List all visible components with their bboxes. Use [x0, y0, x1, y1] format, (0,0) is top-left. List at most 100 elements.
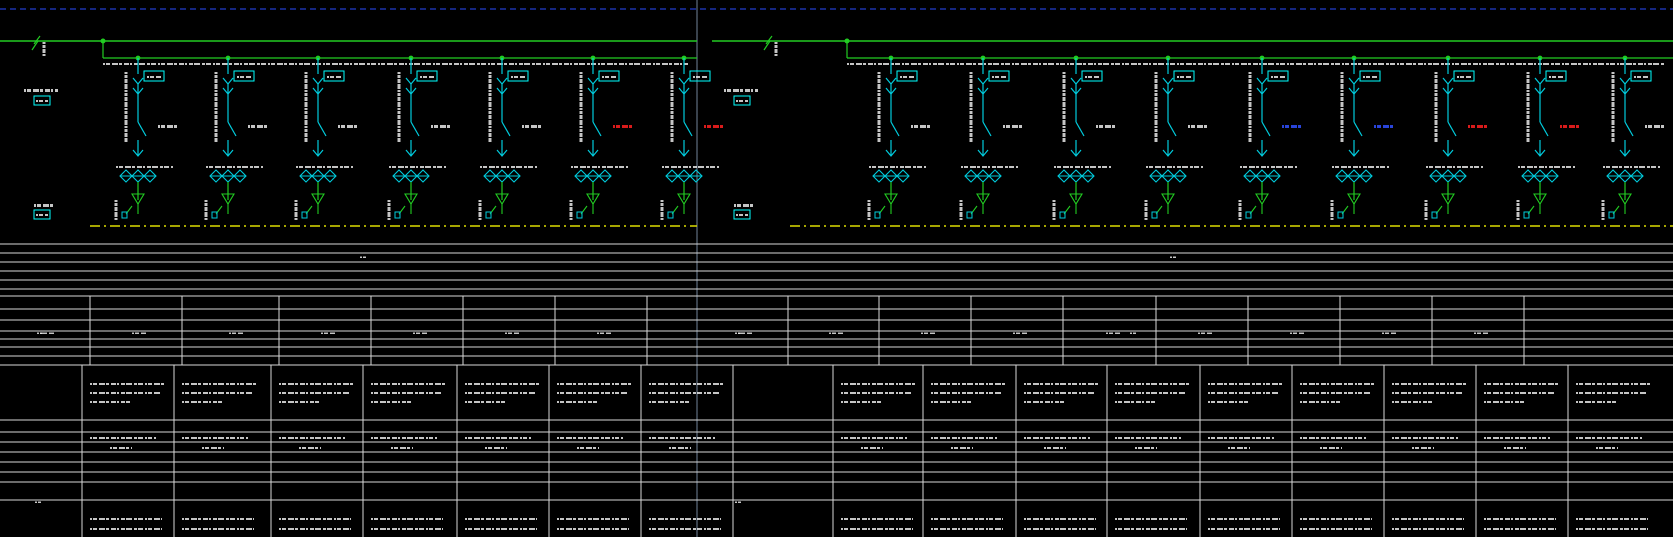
annotation-glyph: [959, 203, 963, 206]
annotation-glyph: [233, 166, 235, 168]
switchboard-panels: [0, 35, 1673, 227]
annotation-glyph: [905, 518, 911, 520]
annotation-glyph: [1267, 166, 1269, 168]
cell-line: [1300, 401, 1340, 403]
annotation-glyph: [902, 63, 904, 65]
earth-terminal-box: [1523, 211, 1530, 219]
annotation-glyph: [877, 437, 883, 439]
circuit-id-text: [1634, 76, 1648, 78]
annotation-glyph: [988, 166, 990, 168]
annotation-glyph: [1579, 401, 1583, 403]
annotation-glyph: [1146, 528, 1150, 530]
annotation-glyph: [670, 437, 675, 439]
annotation-glyph: [1019, 125, 1022, 128]
current-transformer-top: [1256, 77, 1268, 85]
annotation-glyph: [387, 528, 390, 530]
annotation-glyph: [327, 76, 329, 78]
annotation-glyph: [1079, 437, 1081, 439]
annotation-glyph: [1144, 212, 1148, 217]
annotation-glyph: [246, 437, 248, 439]
annotation-glyph: [191, 401, 197, 403]
annotation-glyph: [371, 392, 373, 394]
rcd-sensor-diamond: [1545, 169, 1559, 183]
annotation-glyph: [214, 111, 218, 114]
annotation-glyph: [986, 392, 988, 394]
annotation-glyph: [496, 518, 500, 520]
annotation-glyph: [496, 401, 500, 403]
annotation-glyph: [1232, 63, 1234, 65]
annotation-glyph: [340, 166, 343, 168]
annotation-glyph: [1585, 392, 1591, 394]
annotation-glyph: [488, 97, 492, 101]
annotation-glyph: [1408, 401, 1411, 403]
annotation-glyph: [1124, 437, 1130, 439]
annotation-glyph: [868, 392, 870, 394]
annotation-glyph: [37, 204, 41, 207]
annotation-glyph: [1208, 401, 1210, 403]
annotation-glyph: [156, 76, 161, 78]
column-header-marker: [40, 332, 54, 334]
annotation-glyph: [1083, 63, 1086, 65]
annotation-glyph: [282, 401, 286, 403]
panel-header-note: [24, 89, 58, 92]
annotation-glyph: [203, 392, 208, 394]
annotation-glyph: [1383, 125, 1389, 128]
annotation-glyph: [1434, 138, 1438, 142]
annotation-glyph: [106, 383, 109, 385]
earth-terminal-label: [478, 200, 482, 220]
annotation-glyph: [1358, 518, 1362, 520]
annotation-glyph: [1634, 528, 1638, 530]
annotation-glyph: [652, 401, 656, 403]
breaker-rating-label: [1468, 125, 1487, 128]
annotation-glyph: [114, 212, 118, 217]
annotation-glyph: [1560, 125, 1562, 128]
annotation-glyph: [696, 76, 700, 78]
annotation-glyph: [42, 42, 46, 44]
annotation-glyph: [198, 401, 201, 403]
annotation-glyph: [299, 166, 303, 168]
annotation-glyph: [658, 392, 664, 394]
annotation-glyph: [426, 528, 428, 530]
annotation-glyph: [1047, 447, 1051, 449]
schedule-column-10: [1024, 383, 1098, 530]
rcd-sensor-diamond: [323, 169, 337, 183]
cell-line: [1115, 383, 1189, 385]
annotation-glyph: [478, 200, 482, 202]
annotation-glyph: [1272, 437, 1274, 439]
annotation-glyph: [481, 401, 484, 403]
annotation-glyph: [1463, 528, 1464, 530]
annotation-glyph: [967, 528, 973, 530]
cable-description: [1240, 166, 1297, 168]
annotation-glyph: [397, 72, 401, 74]
annotation-glyph: [877, 133, 881, 137]
annotation-glyph: [924, 332, 928, 334]
cable-description: [1332, 166, 1389, 168]
annotation-glyph: [486, 392, 491, 394]
surge-arrester-symbol: [1161, 193, 1175, 206]
annotation-glyph: [579, 79, 583, 83]
annotation-glyph: [1653, 63, 1659, 65]
annotation-glyph: [513, 437, 518, 439]
annotation-glyph: [1229, 528, 1234, 530]
annotation-glyph: [689, 166, 691, 168]
annotation-glyph: [579, 75, 583, 78]
annotation-glyph: [117, 437, 119, 439]
annotation-glyph: [905, 528, 911, 530]
annotation-glyph: [1527, 166, 1533, 168]
annotation-glyph: [1457, 166, 1461, 168]
annotation-glyph: [161, 125, 165, 128]
annotation-glyph: [704, 437, 706, 439]
annotation-glyph: [584, 528, 586, 530]
annotation-glyph: [1585, 518, 1591, 520]
annotation-glyph: [1534, 166, 1537, 168]
annotation-glyph: [1611, 79, 1615, 83]
annotation-glyph: [573, 383, 576, 385]
circuit-id-box: [988, 70, 1010, 82]
annotation-glyph: [967, 401, 971, 403]
circuit-id-box: [233, 70, 255, 82]
annotation-glyph: [1434, 84, 1438, 89]
annotation-glyph: [602, 166, 606, 168]
earth-terminal-box: [394, 211, 401, 219]
annotation-glyph: [1094, 63, 1096, 65]
rcd-sensor-diamond: [1359, 169, 1373, 183]
